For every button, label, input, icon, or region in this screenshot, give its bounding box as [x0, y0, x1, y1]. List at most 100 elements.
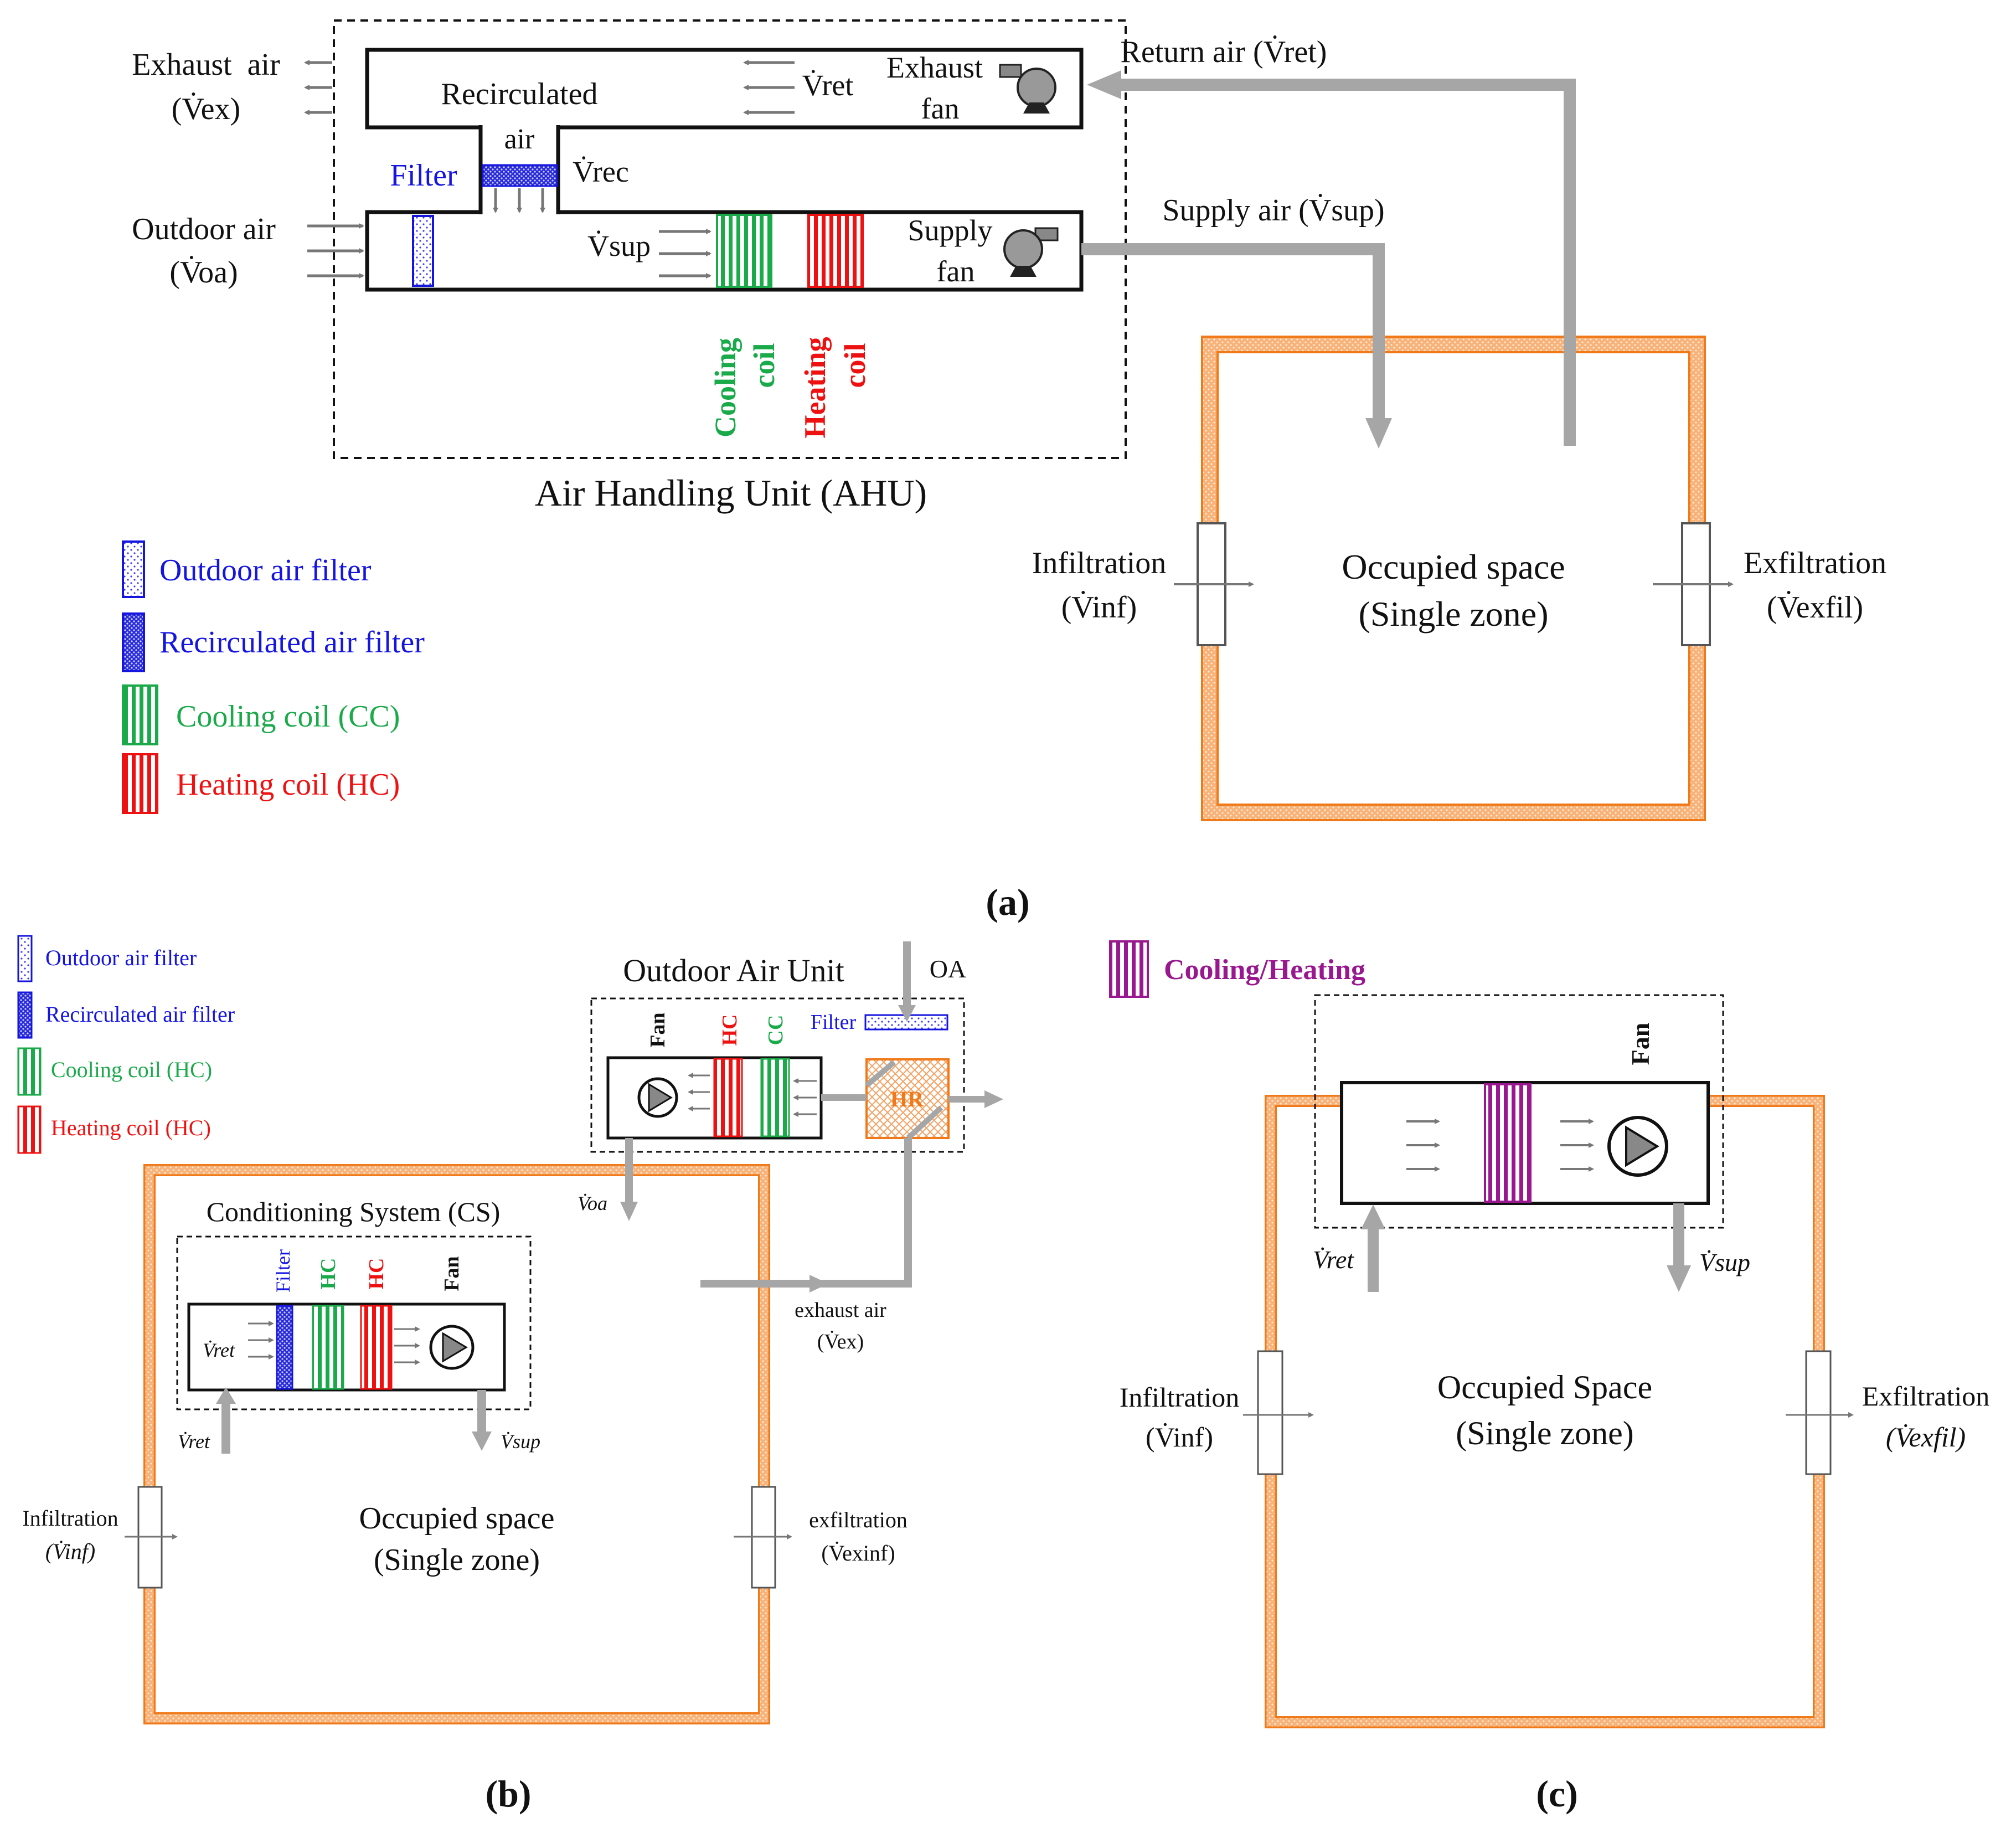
v-oa-arrowhead [620, 1202, 638, 1221]
occupied-space-a-label-1: Occupied space [1342, 547, 1565, 586]
return-air-label: Return air (V̇ret) [1121, 35, 1327, 69]
cs-boundary [176, 1235, 532, 1410]
infiltration-symbol-c: (V̇inf) [1146, 1422, 1213, 1453]
occupied-space-a-label-2: (Single zone) [1359, 594, 1549, 634]
v-sup-label: V̇sup [587, 229, 651, 262]
supply-air-label: Supply air (V̇sup) [1162, 193, 1384, 228]
v-oa-label: V̇oa [578, 1192, 607, 1214]
return-air-duct [1116, 79, 1576, 446]
infiltration-label-c: Infiltration [1120, 1382, 1240, 1413]
legend-heating-coil-icon [122, 753, 158, 814]
unit-c-return-arrowhead [1361, 1204, 1385, 1229]
cs-fan-label: Fan [440, 1256, 463, 1291]
cs-v-ret-inner-label: V̇ret [203, 1339, 235, 1361]
supply-air-arrowhead [1365, 418, 1392, 449]
oau-hc-label: HC [718, 1015, 741, 1046]
legend-b-label-3: Cooling coil (HC) [51, 1057, 212, 1082]
oau-filter [864, 1014, 948, 1031]
legend-recirculated-air-filter-icon [122, 612, 145, 672]
exfiltration-label-b: exfiltration [809, 1507, 908, 1532]
cooling-coil-label-2: coil [747, 343, 781, 388]
ahu-boundary [333, 19, 1127, 459]
oau-fan-blade-icon [648, 1083, 673, 1113]
legend-b-recirculated-filter-icon [17, 991, 33, 1039]
cs-coil-2 [360, 1305, 393, 1390]
heating-coil-label-1: Heating [798, 337, 832, 439]
legend-b-label-2: Recirculated air filter [45, 1002, 235, 1027]
exhaust-air-b-symbol: (V̇ex) [817, 1330, 864, 1353]
hr-label: HR [890, 1086, 924, 1111]
infiltration-label-b: Infiltration [22, 1506, 118, 1531]
oau-heating-coil [713, 1058, 743, 1137]
cooling-coil [716, 214, 772, 288]
infiltration-symbol-b: (V̇inf) [45, 1539, 95, 1564]
exfiltration-symbol-c: (V̇exfil) [1886, 1422, 1966, 1453]
legend-a-label-3: Cooling coil (CC) [176, 699, 400, 734]
hr-internal-duct-1 [864, 1060, 896, 1088]
panel-c: Cooling/Heating Fan V̇ret V̇sup Infiltra… [1109, 940, 1990, 1815]
supply-air-duct [1081, 243, 1385, 421]
oau-cc-label: CC [764, 1015, 787, 1046]
exfiltration-label-a: Exfiltration [1744, 546, 1886, 580]
recirculated-label: Recirculated [441, 77, 598, 111]
occupied-space-c-label-1: Occupied Space [1437, 1369, 1652, 1405]
legend-c-cooling-heating-icon [1109, 940, 1149, 998]
occupied-space-b-label-2: (Single zone) [374, 1543, 540, 1577]
exhaust-air-arrowhead [810, 1275, 828, 1293]
unit-c-coil [1484, 1083, 1532, 1203]
legend-b-outdoor-filter-icon [17, 935, 33, 982]
return-air-arrowhead [1087, 70, 1121, 99]
oau-cooling-coil [760, 1058, 790, 1137]
cooling-coil-label-1: Cooling [709, 338, 742, 437]
legend-a-label-1: Outdoor air filter [159, 553, 372, 588]
hr-exhaust-arrowhead [984, 1090, 1003, 1108]
unit-c-v-ret-label: V̇ret [1313, 1245, 1354, 1274]
exfiltration-label-c: Exfiltration [1862, 1381, 1990, 1412]
exhaust-return-duct [700, 1138, 912, 1288]
panel-b: Outdoor air filter Recirculated air filt… [17, 935, 1003, 1815]
infiltration-label-a: Infiltration [1032, 546, 1167, 580]
heating-coil-label-2: coil [838, 343, 872, 388]
oau-fan-label: Fan [646, 1012, 669, 1047]
unit-c-v-sup-label: V̇sup [1699, 1248, 1750, 1276]
ahu-title: Air Handling Unit (AHU) [535, 472, 927, 514]
cs-return-arrowhead [216, 1387, 236, 1404]
supply-fan-label-2: fan [937, 255, 975, 288]
unit-c-fan-label: Fan [1626, 1023, 1654, 1065]
cs-v-ret-label: V̇ret [178, 1430, 210, 1453]
oa-label: OA [930, 955, 966, 983]
cs-fan-blade-icon [442, 1332, 468, 1363]
cs-title: Conditioning System (CS) [207, 1196, 501, 1227]
exhaust-fan-label-1: Exhaust [886, 51, 983, 84]
cs-supply-arrowhead [472, 1431, 492, 1451]
occupied-space-b-label-1: Occupied space [359, 1501, 555, 1536]
infiltration-opening-c [1257, 1350, 1283, 1475]
legend-a-label-2: Recirculated air filter [159, 625, 425, 660]
exfiltration-symbol-a: (V̇exfil) [1767, 590, 1863, 625]
cs-coil-2-label: HC [365, 1258, 388, 1290]
exfiltration-opening-c [1805, 1350, 1832, 1475]
supply-fan-icon [1003, 227, 1059, 277]
occupied-space-b-wall [143, 1164, 770, 1724]
legend-outdoor-air-filter-icon [122, 540, 145, 598]
legend-b-label-1: Outdoor air filter [45, 945, 197, 970]
filter-label: Filter [390, 158, 457, 193]
exfiltration-symbol-b: (V̇exinf) [821, 1541, 895, 1566]
legend-b-heating-coil-icon [17, 1105, 42, 1154]
legend-a-label-4: Heating coil (HC) [176, 768, 400, 802]
v-rec-label: V̇rec [573, 155, 629, 188]
panel-a: Exhaust air (V̇ex) Outdoor air (V̇oa) Re… [122, 19, 1886, 923]
heating-coil [807, 214, 864, 288]
cs-coil-1-label: HC [317, 1258, 340, 1290]
exhaust-duct [365, 48, 1084, 130]
occupied-space-b-wall-fill [145, 1166, 769, 1723]
caption-c: (c) [1536, 1773, 1577, 1815]
exhaust-air-b-label: exhaust air [795, 1299, 886, 1322]
cs-v-sup-label: V̇sup [501, 1430, 540, 1453]
outdoor-air-symbol: (V̇oa) [169, 255, 238, 290]
occupied-space-c-label-2: (Single zone) [1456, 1415, 1634, 1451]
unit-c-supply-arrowhead [1667, 1265, 1691, 1292]
legend-cooling-coil-icon [122, 684, 158, 745]
supply-fan-label-1: Supply [908, 214, 992, 247]
oau-filter-label: Filter [811, 1011, 857, 1034]
